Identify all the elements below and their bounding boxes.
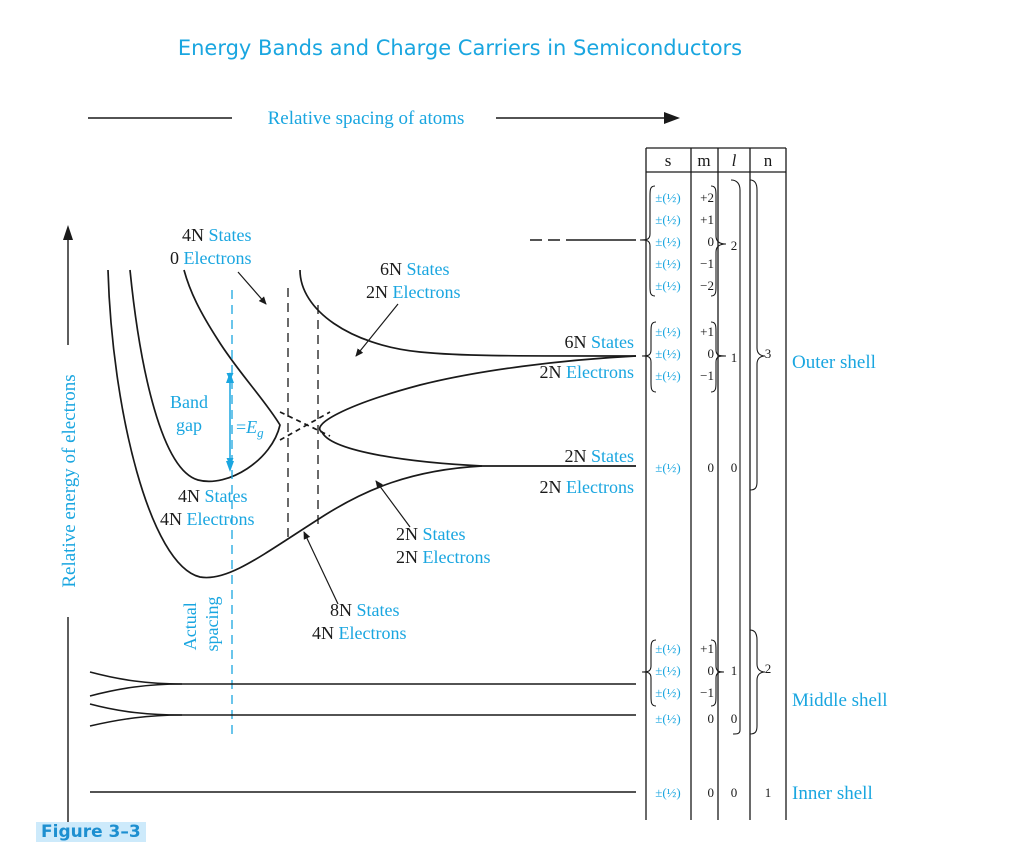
l-op: 1 (731, 350, 738, 365)
middle-shell-p-branch (89, 683, 183, 697)
l-mp: 1 (731, 663, 738, 678)
band-label-8n-4n: 8N States 4N Electrons (312, 600, 406, 643)
m-op-3: −1 (700, 368, 714, 383)
spin-op-2: ±(½) (655, 346, 681, 361)
band-label-2n-2n: 2N States 2N Electrons (396, 524, 490, 567)
m-d-1: +2 (700, 190, 714, 205)
band-curves (107, 269, 637, 579)
lower-band-left-curve (107, 269, 636, 579)
y-axis: Relative energy of electrons (58, 225, 80, 822)
outer-shell-label: Outer shell (792, 352, 876, 373)
m-d-4: −1 (700, 256, 714, 271)
spin-d-1: ±(½) (655, 190, 681, 205)
header-l: l (732, 151, 737, 170)
inner-shell-label: Inner shell (792, 783, 873, 804)
spin-op-1: ±(½) (655, 324, 681, 339)
header-s: s (665, 151, 672, 170)
m-op-2: 0 (708, 346, 715, 361)
label-pointers (237, 271, 411, 605)
m-inner: 0 (708, 785, 715, 800)
n-inner: 1 (765, 785, 772, 800)
spin-mp-2: ±(½) (655, 663, 681, 678)
band-gap-symbol: =Eg (236, 417, 264, 440)
middle-shell-label: Middle shell (792, 690, 888, 711)
band-label-4n-0e: 4N States 0 Electrons (170, 225, 256, 268)
level-label-2n-2n: 2N States (565, 446, 635, 466)
l-os: 0 (731, 460, 738, 475)
actual-spacing-label: Actual spacing (180, 597, 222, 652)
band-gap-label: Band gap (170, 392, 213, 435)
upper-band-right-curve (299, 269, 637, 357)
m-ms: 0 (708, 711, 715, 726)
l-ms: 0 (731, 711, 738, 726)
spin-inner: ±(½) (655, 785, 681, 800)
m-d-3: 0 (708, 234, 715, 249)
x-axis-label: Relative spacing of atoms (268, 108, 465, 129)
m-mp-2: 0 (708, 663, 715, 678)
m-d-5: −2 (700, 278, 714, 293)
header-m: m (697, 151, 710, 170)
level-label-2n-2n-electrons: 2N Electrons (540, 477, 634, 497)
spin-os: ±(½) (655, 460, 681, 475)
spin-d-4: ±(½) (655, 256, 681, 271)
spin-ms: ±(½) (655, 711, 681, 726)
m-mp-1: +1 (700, 641, 714, 656)
spin-mp-1: ±(½) (655, 641, 681, 656)
spacing-dashed-lines (287, 288, 319, 540)
band-label-4n-4n: 4N States 4N Electrons (160, 486, 254, 529)
m-mp-3: −1 (700, 685, 714, 700)
grouping-braces (639, 179, 766, 735)
spin-mp-3: ±(½) (655, 685, 681, 700)
level-label-6n-2n-electrons: 2N Electrons (540, 362, 634, 382)
band-label-group: 4N States 0 Electrons 6N States 2N Elect… (160, 225, 634, 651)
m-os: 0 (708, 460, 715, 475)
spin-op-3: ±(½) (655, 368, 681, 383)
quantum-number-table: s m l n ±(½) ±(½) ±(½) ±(½) ±(½) ±(½) ±(… (639, 147, 787, 820)
middle-band-right-curve (319, 355, 637, 467)
l-inner: 0 (731, 785, 738, 800)
header-n: n (764, 151, 773, 170)
band-label-6n-2n: 6N States 2N Electrons (366, 259, 460, 302)
n-outer: 3 (765, 346, 772, 361)
n-middle: 2 (765, 661, 772, 676)
m-op-1: +1 (700, 324, 714, 339)
spin-d-5: ±(½) (655, 278, 681, 293)
shell-lines (89, 239, 636, 793)
middle-shell-s-level (89, 703, 636, 716)
middle-shell-p-level (89, 671, 636, 685)
middle-shell-s-branch (89, 714, 183, 727)
y-axis-label: Relative energy of electrons (59, 374, 80, 587)
upper-band-left-curve (129, 269, 281, 483)
level-label-6n-2n: 6N States (565, 332, 635, 352)
spin-d-3: ±(½) (655, 234, 681, 249)
m-d-2: +1 (700, 212, 714, 227)
l-d: 2 (731, 238, 738, 253)
page-title: Energy Bands and Charge Carriers in Semi… (177, 36, 743, 60)
spin-d-2: ±(½) (655, 212, 681, 227)
shell-labels: Outer shell Middle shell Inner shell (792, 352, 888, 804)
x-axis: Relative spacing of atoms (88, 108, 680, 129)
figure-label: Figure 3–3 (36, 822, 146, 842)
